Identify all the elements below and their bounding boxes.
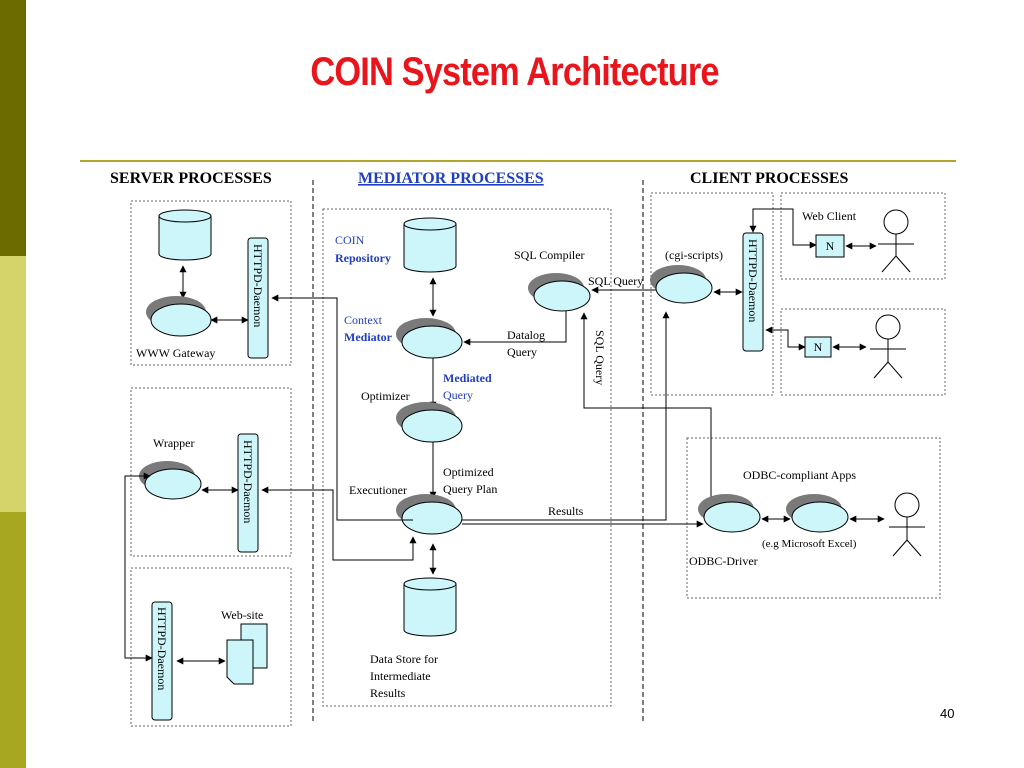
- user-figure-1-icon: [878, 209, 914, 273]
- label-odbc-apps: ODBC-compliant Apps: [743, 468, 856, 482]
- database-cylinder-gateway: [158, 209, 212, 261]
- database-cylinder-datastore: [403, 577, 457, 637]
- node-n-2: [804, 336, 832, 358]
- node-n-2-label: N: [814, 340, 823, 354]
- label-sql-query-v: SQL Query: [593, 330, 607, 385]
- process-www-gateway: [146, 296, 212, 337]
- label-wrapper: Wrapper: [153, 436, 195, 450]
- box-web-client: [780, 192, 946, 280]
- process-wrapper: [139, 461, 202, 500]
- label-mediated: Mediated: [443, 371, 492, 385]
- httpd-daemon-wrapper: [237, 433, 259, 553]
- node-n-1: [815, 234, 845, 258]
- label-sql-compiler: SQL Compiler: [514, 248, 585, 262]
- httpd-daemon-client-label: HTTPD-Daemon: [746, 239, 760, 322]
- box-client-2: [780, 308, 946, 396]
- connector-sql-query-odbc: [580, 312, 712, 498]
- httpd-daemon-gateway-label: HTTPD-Daemon: [251, 244, 265, 327]
- connector-daemon-client-1: [749, 208, 817, 249]
- label-mediator: Mediator: [344, 330, 393, 344]
- process-odbc-driver: [698, 494, 761, 533]
- label-coin: COIN: [335, 233, 365, 247]
- label-mediated-query: Query: [443, 388, 473, 402]
- arrow-compiler-mediator: [463, 311, 567, 346]
- label-sql-query-h: SQL Query: [588, 274, 643, 288]
- label-optimized: Optimized: [443, 465, 494, 479]
- label-odbc-driver: ODBC-Driver: [689, 554, 758, 568]
- box-odbc: [686, 437, 941, 599]
- httpd-daemon-wrapper-label: HTTPD-Daemon: [241, 440, 255, 523]
- label-excel: (e.g Microsoft Excel): [762, 538, 857, 550]
- sidebar-band-dark: [0, 0, 26, 256]
- label-cgi-scripts: (cgi-scripts): [665, 248, 723, 262]
- page-number: 40: [940, 706, 955, 721]
- user-figure-2-icon: [870, 314, 906, 379]
- label-datastore-2: Intermediate: [370, 669, 431, 683]
- box-mediator: [322, 208, 612, 707]
- label-results: Results: [548, 504, 584, 518]
- process-optimizer: [396, 402, 463, 443]
- process-odbc-apps: [786, 494, 849, 533]
- header-mediator-processes: MEDIATOR PROCESSES: [358, 170, 544, 187]
- header-server-processes: SERVER PROCESSES: [110, 170, 272, 187]
- label-datalog: Datalog: [507, 328, 545, 342]
- header-client-processes: CLIENT PROCESSES: [690, 170, 849, 187]
- document-icon: [226, 623, 268, 685]
- connector-results-client: [462, 311, 670, 521]
- label-optimizer: Optimizer: [361, 389, 410, 403]
- label-query-plan: Query Plan: [443, 482, 497, 496]
- slide-sidebar: [0, 0, 26, 768]
- label-website: Web-site: [221, 608, 263, 622]
- title-rule: [80, 160, 956, 162]
- connector-daemon-client-2: [765, 326, 806, 351]
- label-repository: Repository: [335, 251, 391, 265]
- label-context: Context: [344, 313, 383, 327]
- label-executioner: Executioner: [349, 483, 407, 497]
- user-figure-3-icon: [889, 492, 925, 557]
- database-cylinder-repository: [403, 217, 457, 273]
- connector-executioner-wrapper: [261, 486, 417, 561]
- box-web-site: [130, 567, 292, 727]
- httpd-daemon-website-label: HTTPD-Daemon: [155, 607, 169, 690]
- process-context-mediator: [396, 318, 463, 359]
- connector-wrapper-website: [124, 472, 153, 662]
- process-sql-compiler: [528, 273, 591, 312]
- sidebar-band-mid: [0, 512, 26, 768]
- label-web-client: Web Client: [802, 209, 857, 223]
- box-wrapper: [130, 387, 292, 557]
- httpd-daemon-gateway: [247, 237, 269, 359]
- label-www-gateway: WWW Gateway: [136, 346, 215, 360]
- slide-title: COIN System Architecture: [310, 50, 719, 94]
- process-cgi-scripts: [650, 265, 713, 304]
- label-datalog-query: Query: [507, 345, 537, 359]
- box-www-gateway: [130, 200, 292, 366]
- label-datastore-3: Results: [370, 686, 406, 700]
- box-client-daemon: [650, 192, 774, 396]
- node-n-1-label: N: [826, 239, 835, 253]
- sidebar-band-light: [0, 256, 26, 512]
- label-datastore-1: Data Store for: [370, 652, 438, 666]
- process-executioner: [396, 494, 463, 535]
